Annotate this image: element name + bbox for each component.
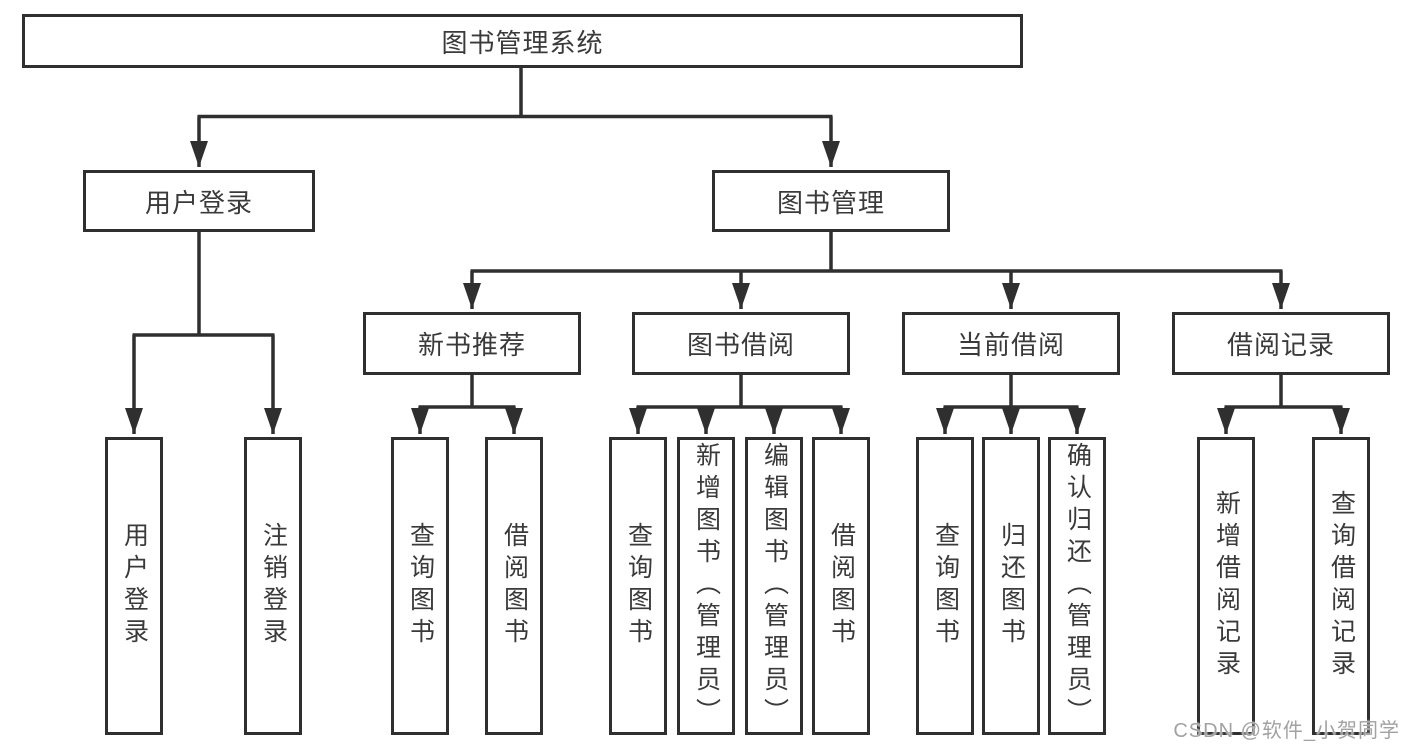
leaf-query-books-borrowing-label: 查询图书 (624, 522, 653, 650)
node-book-borrowing-label: 图书借阅 (686, 330, 795, 360)
leaf-user-login: 用户登录 (105, 437, 163, 735)
leaf-logout-label: 注销登录 (259, 522, 288, 650)
leaf-borrow-books-borrowing-label: 借阅图书 (827, 522, 856, 650)
node-current-borrowing: 当前借阅 (902, 312, 1120, 375)
node-book-management: 图书管理 (712, 170, 950, 232)
leaf-query-borrow-record-label: 查询借阅记录 (1327, 490, 1356, 682)
leaf-logout: 注销登录 (244, 437, 302, 735)
leaf-add-books-admin-label: 新增图书（管理员） (692, 442, 721, 730)
leaf-query-books-recommend-label: 查询图书 (406, 522, 435, 650)
leaf-user-login-label: 用户登录 (120, 522, 149, 650)
node-book-borrowing: 图书借阅 (632, 312, 850, 375)
node-current-borrowing-label: 当前借阅 (956, 330, 1065, 360)
leaf-add-books-admin: 新增图书（管理员） (677, 437, 735, 735)
leaf-query-books-recommend: 查询图书 (391, 437, 449, 735)
leaf-query-books-borrowing: 查询图书 (609, 437, 667, 735)
leaf-borrow-books-borrowing: 借阅图书 (812, 437, 870, 735)
node-library-system-label: 图书管理系统 (441, 27, 604, 58)
leaf-borrow-books-recommend: 借阅图书 (485, 437, 543, 735)
node-new-book-recommendation: 新书推荐 (363, 312, 581, 375)
node-book-management-label: 图书管理 (776, 187, 885, 218)
node-user-login-group: 用户登录 (83, 170, 315, 232)
leaf-query-borrow-record: 查询借阅记录 (1312, 437, 1370, 735)
node-borrowing-records: 借阅记录 (1172, 312, 1390, 375)
leaf-add-borrow-record-label: 新增借阅记录 (1212, 490, 1241, 682)
leaf-return-books-label: 归还图书 (997, 522, 1026, 650)
node-borrowing-records-label: 借阅记录 (1226, 330, 1335, 360)
node-new-book-recommendation-label: 新书推荐 (417, 330, 526, 360)
leaf-borrow-books-recommend-label: 借阅图书 (500, 522, 529, 650)
leaf-return-books: 归还图书 (982, 437, 1040, 735)
leaf-query-books-current-label: 查询图书 (931, 522, 960, 650)
leaf-confirm-return-admin: 确认归还（管理员） (1048, 437, 1106, 735)
node-user-login-group-label: 用户登录 (144, 187, 253, 218)
leaf-edit-books-admin: 编辑图书（管理员） (745, 437, 803, 735)
leaf-add-borrow-record: 新增借阅记录 (1197, 437, 1255, 735)
leaf-confirm-return-admin-label: 确认归还（管理员） (1063, 442, 1092, 730)
leaf-edit-books-admin-label: 编辑图书（管理员） (760, 442, 789, 730)
csdn-watermark: CSDN @软件_小贺同学 (1173, 720, 1400, 742)
leaf-query-books-current: 查询图书 (916, 437, 974, 735)
node-library-system: 图书管理系统 (22, 14, 1023, 68)
